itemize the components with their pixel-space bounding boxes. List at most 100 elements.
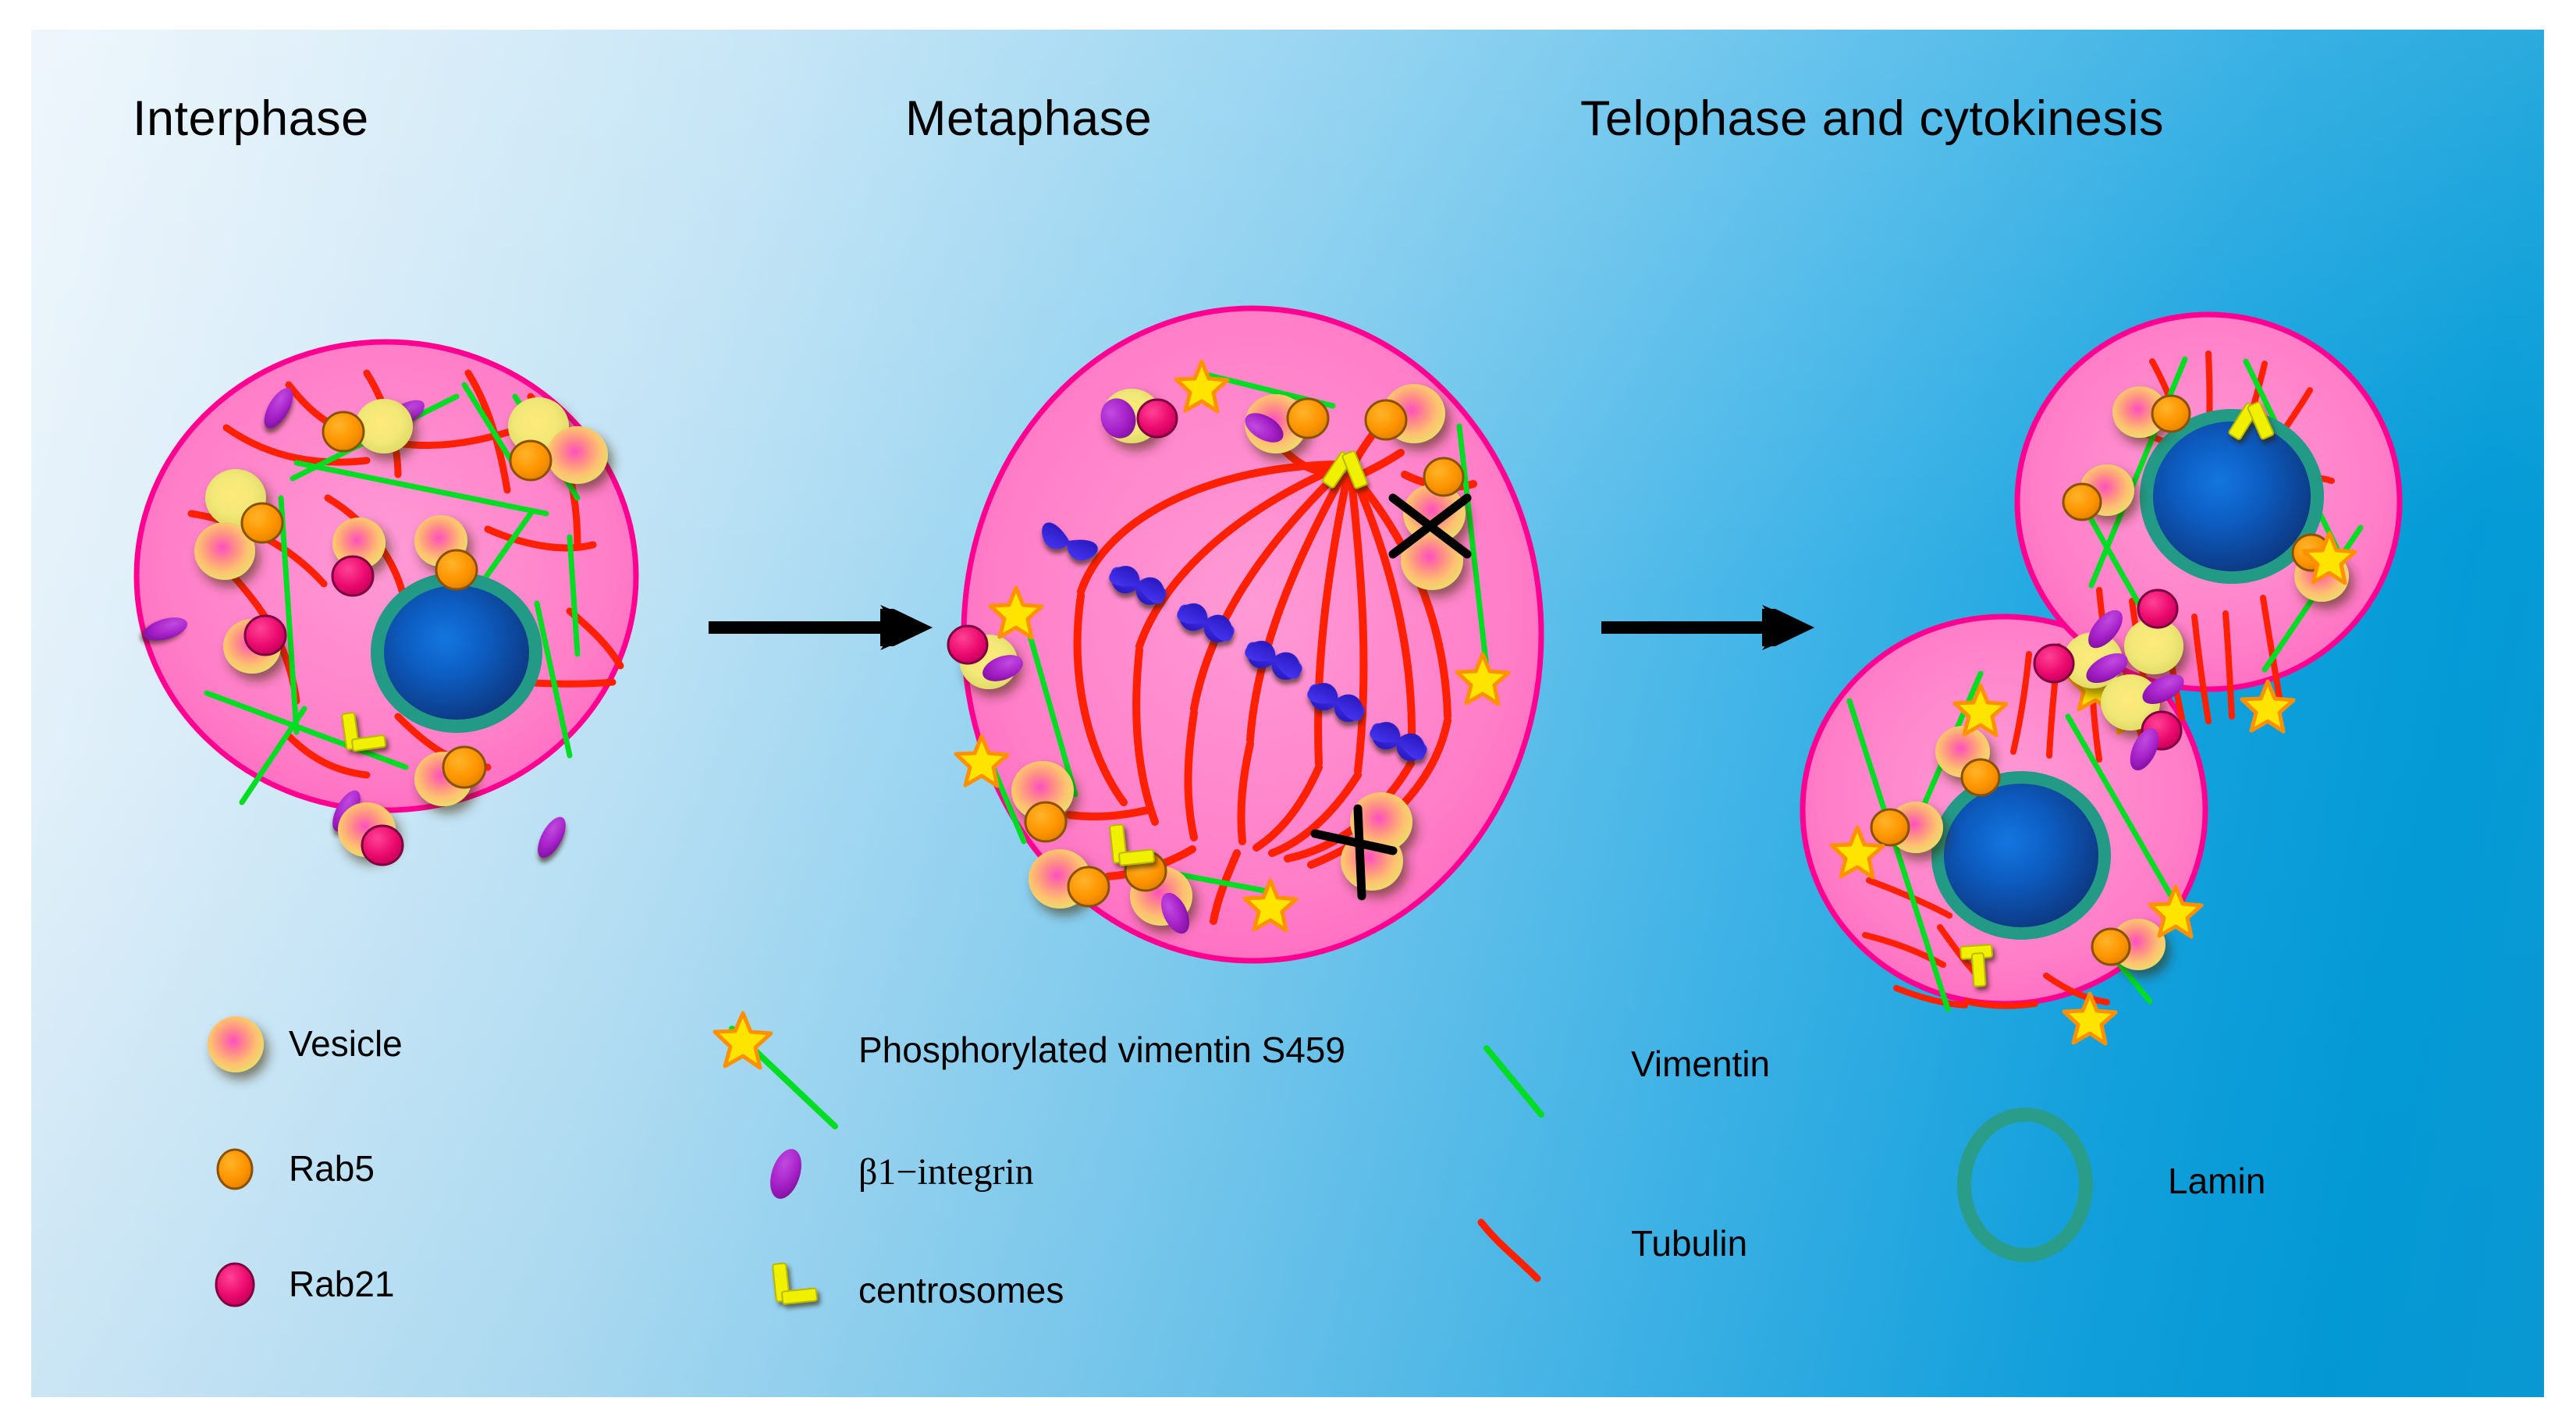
- rab21-marker: [331, 555, 375, 597]
- phospho-stars-metaphase: [954, 359, 1511, 933]
- beta1-integrin-icon: [2130, 727, 2159, 771]
- phospho-vimentin-star-icon: [2062, 991, 2118, 1046]
- vesicles-interphase: [194, 397, 608, 866]
- cell-interphase: [133, 339, 639, 866]
- legend-label-vesicle: Vesicle: [289, 1023, 403, 1064]
- vesicle: [2063, 618, 2183, 731]
- nucleus-daughter-lower: [1931, 771, 2111, 940]
- rab5-marker: [1067, 866, 1110, 908]
- rab21-marker: [361, 824, 404, 866]
- rab5-marker: [1870, 808, 1910, 847]
- vesicle: [332, 517, 386, 569]
- phase-title-telophase: Telophase and cytokinesis: [1580, 91, 2164, 146]
- legend-vimentin-icon: [1483, 1045, 1544, 1118]
- beta1-integrin-icon: [2086, 653, 2128, 683]
- legend-tubulin-icon: [1477, 1218, 1541, 1282]
- vesicle: [1401, 484, 1466, 590]
- centrosome-daughter-upper: [2228, 401, 2275, 440]
- legend-rab5-icon: [216, 1148, 254, 1190]
- chromosome: [1042, 522, 1098, 560]
- cross-mark-icon: [1388, 493, 1472, 559]
- legend-label-lamin: Lamin: [2168, 1161, 2266, 1201]
- vesicles-daughter-lower: [1870, 726, 2166, 970]
- phospho-vimentin-star-icon: [954, 734, 1010, 788]
- legend-label-vimentin: Vimentin: [1631, 1044, 1771, 1084]
- phospho-vimentin-star-icon: [988, 585, 1044, 640]
- legend-label-phospho-vimentin: Phosphorylated vimentin S459: [858, 1029, 1345, 1070]
- phospho-stars-daughter-lower: [1829, 683, 2204, 1046]
- legend-vesicle-icon: [208, 1016, 264, 1072]
- rab5-marker: [435, 549, 478, 591]
- chromosome: [1109, 566, 1167, 605]
- phospho-vimentin-star-icon: [2301, 531, 2357, 585]
- phospho-vimentin-star-icon: [1829, 825, 1885, 880]
- chromosome: [1307, 683, 1365, 722]
- centrosome-interphase: [341, 712, 386, 752]
- blocked-vesicles-metaphase: [1310, 457, 1472, 901]
- rab5-marker: [240, 502, 284, 544]
- beta1-integrin-icon: [2142, 674, 2184, 704]
- cells-telophase: [1800, 311, 2403, 1046]
- figure-canvas: Interphase Metaphase Telophase and cytok…: [31, 30, 2544, 1397]
- rab5-marker: [1423, 457, 1465, 497]
- rab5-marker: [442, 745, 487, 789]
- vesicle: [2112, 386, 2167, 438]
- rab21-marker: [2033, 643, 2075, 684]
- chromosome: [1177, 603, 1235, 642]
- phospho-vimentin-star-icon: [1174, 359, 1230, 414]
- arrow-metaphase-to-telophase: [1601, 605, 1814, 650]
- rab5-marker: [1960, 758, 2001, 797]
- rab5-marker: [2091, 927, 2131, 966]
- phospho-vimentin-star-icon: [2240, 679, 2296, 734]
- phospho-vimentin-star-icon: [1455, 652, 1511, 706]
- rab5-marker: [1364, 399, 1408, 441]
- beta1-integrin-icon: [1245, 413, 1284, 443]
- chromosome: [1245, 641, 1302, 680]
- rab5-marker: [2151, 394, 2191, 433]
- nucleus-interphase: [371, 572, 542, 733]
- legend-lamin-icon: [1957, 1108, 2093, 1262]
- beta1-integrin-icon: [2088, 610, 2123, 649]
- diagram-drawing: [133, 305, 2403, 1307]
- midbody-cleavage-furrow: [2033, 589, 2184, 771]
- vesicle: [355, 399, 413, 453]
- legend-label-beta1-integrin: β1−integrin: [858, 1151, 1034, 1193]
- beta1-integrin-icon: [1160, 892, 1190, 934]
- legend-label-tubulin: Tubulin: [1631, 1223, 1748, 1264]
- centrosome-metaphase-top: [1322, 450, 1368, 489]
- centrosome-daughter-lower: [1960, 944, 1993, 987]
- arrow-interphase-to-metaphase: [709, 605, 933, 650]
- daughter-cell-upper: [2014, 311, 2403, 736]
- rab5-marker: [509, 439, 553, 482]
- nucleus-daughter-upper: [2140, 409, 2324, 584]
- rab21-marker: [947, 624, 989, 665]
- legend-centrosomes-icon: [772, 1262, 818, 1305]
- legend-beta1-integrin-icon: [770, 1149, 801, 1199]
- rab5-marker: [2062, 482, 2102, 521]
- rab21-marker: [243, 614, 287, 656]
- cell-metaphase: [947, 305, 1544, 964]
- phospho-vimentin-star-icon: [1242, 878, 1299, 933]
- rab5-marker: [1286, 397, 1330, 439]
- phospho-star-icon: [712, 1011, 773, 1070]
- centrosome-metaphase-bottom: [1109, 823, 1155, 866]
- rab21-marker: [1136, 398, 1178, 439]
- legend-label-rab21: Rab21: [289, 1264, 395, 1304]
- chromosome: [1370, 722, 1427, 761]
- beta1-integrin-icon: [1100, 398, 1136, 439]
- rab5-marker: [322, 411, 365, 453]
- mitotic-spindle-metaphase: [1065, 432, 1477, 925]
- beta1-integrin-icon: [982, 655, 1023, 681]
- rab5-marker: [1024, 801, 1068, 843]
- legend-label-rab5: Rab5: [289, 1148, 375, 1189]
- legend-rab21-icon: [215, 1262, 255, 1307]
- phase-title-metaphase: Metaphase: [905, 91, 1153, 146]
- phospho-vimentin-star-icon: [1952, 683, 2009, 738]
- phospho-vimentin-star-icon: [2148, 884, 2204, 939]
- vesicle: [508, 397, 608, 484]
- vesicles-metaphase: [947, 384, 1445, 934]
- daughter-cell-lower: [1800, 613, 2208, 1046]
- chromosomes-metaphase: [1042, 522, 1427, 761]
- legend-icons: [208, 1011, 2093, 1307]
